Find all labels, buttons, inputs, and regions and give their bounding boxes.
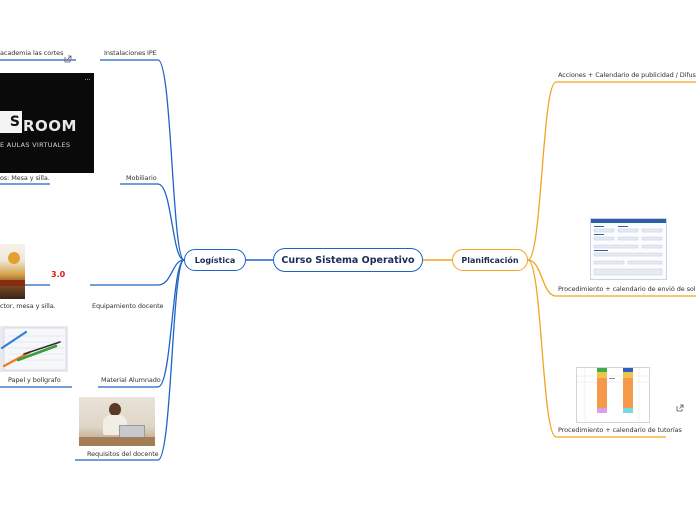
topic-logistica[interactable]: Logística	[184, 249, 246, 271]
docente-head	[109, 403, 121, 416]
docente-desk	[79, 437, 155, 446]
paper-pen-image	[0, 326, 68, 372]
solicitud-form-image	[590, 218, 667, 280]
calendar-illustration	[577, 368, 649, 422]
topic-planificacion-title: Planificación	[461, 255, 519, 265]
connector-equipamiento	[90, 259, 185, 286]
label-equipamiento[interactable]: Equipamiento docente	[92, 302, 164, 310]
topic-logistica-title: Logística	[194, 255, 236, 265]
tutorias-calendar-image	[576, 367, 650, 423]
label-acciones[interactable]: Acciones + Calendario de publicidad / Di…	[558, 71, 696, 79]
connector-mobiliario	[120, 183, 185, 261]
teacher-image	[0, 244, 25, 299]
label-academia[interactable]: academia las cortes	[0, 49, 64, 57]
label-mobiliario[interactable]: Mobiliario	[126, 174, 157, 182]
label-requisitos[interactable]: Requisitos del docente	[87, 450, 159, 458]
label-papel[interactable]: Papel y bolígrafo	[8, 376, 61, 384]
label-procedimiento-tutorias[interactable]: Procedimiento + calendario de tutorías	[558, 426, 682, 434]
connector-tutorias	[527, 259, 666, 438]
connector-material	[98, 259, 185, 388]
connector-instalaciones	[100, 59, 185, 261]
external-link-icon[interactable]	[64, 48, 72, 63]
topic-planificacion[interactable]: Planificación	[452, 249, 528, 271]
classroom-big-text: ROOM	[23, 117, 77, 135]
classroom-logo-prefix: S	[9, 114, 20, 130]
teacher-figure	[8, 252, 20, 264]
central-topic-title: Curso Sistema Operativo	[281, 254, 415, 266]
label-procedimiento-solicitud[interactable]: Procedimiento + calendario de envió de s…	[558, 285, 696, 293]
connector-acciones	[527, 81, 696, 261]
classroom-image: S ROOM E AULAS VIRTUALES	[0, 73, 94, 173]
form-fields-illustration	[593, 226, 663, 276]
classroom-logo-box: S	[0, 111, 22, 133]
external-link-icon[interactable]	[676, 397, 684, 412]
label-instalaciones[interactable]: Instalaciones	[104, 49, 146, 57]
paper-pen-illustration	[0, 327, 67, 371]
classroom-sub-text: E AULAS VIRTUALES	[0, 141, 71, 149]
label-mobiliario-detail[interactable]: os: Mesa y silla.	[0, 174, 50, 182]
docente-image	[79, 397, 155, 446]
teacher-desk	[0, 280, 25, 286]
central-topic[interactable]: Curso Sistema Operativo	[273, 248, 423, 272]
classroom-dots	[85, 79, 90, 82]
connector-requisitos	[75, 259, 185, 461]
label-ipe[interactable]: IPE	[147, 49, 157, 57]
form-header-bar	[591, 219, 666, 223]
label-material[interactable]: Material Alumnado	[101, 376, 161, 384]
label-equipamiento-detail[interactable]: ctor, mesa y silla.	[0, 302, 56, 310]
badge-30: 3.0	[51, 270, 66, 279]
connector-solicitud	[527, 259, 696, 297]
